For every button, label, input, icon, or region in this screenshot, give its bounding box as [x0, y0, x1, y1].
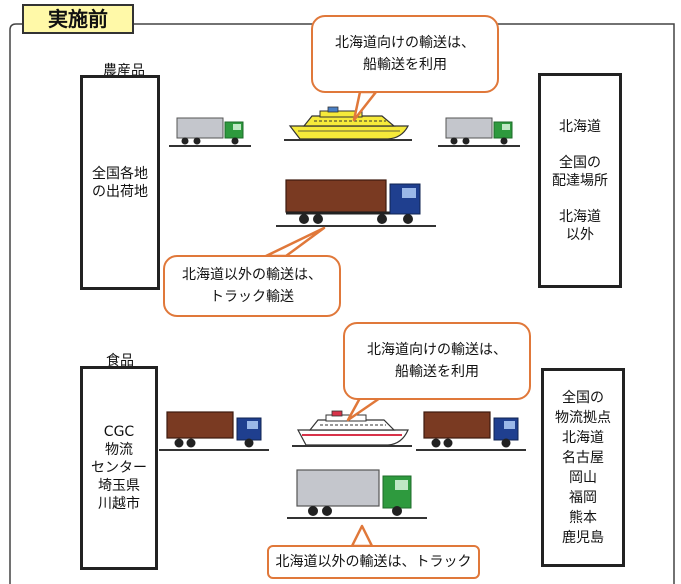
origin-box-food: CGC 物流 センター 埼玉県 川越市 — [80, 366, 158, 570]
origin-line: の出荷地 — [92, 183, 148, 200]
dest-line: 北海道 — [562, 429, 604, 446]
callout-line: トラック輸送 — [210, 289, 294, 305]
callout-truck-food: 北海道以外の輸送は、トラック — [267, 545, 480, 579]
callout-line: 北海道以外の輸送は、トラック — [275, 554, 472, 570]
origin-box-produce: 全国各地 の出荷地 — [80, 75, 160, 290]
dest-line: 福岡 — [569, 489, 597, 506]
callout-line: 船輸送を利用 — [363, 57, 447, 73]
dest-line: 鹿児島 — [562, 529, 604, 546]
ferry-yellow-icon — [284, 106, 412, 141]
category-label-food: 食品 — [106, 353, 134, 369]
truck-gray-small-icon — [438, 117, 520, 147]
origin-line: 物流 — [105, 442, 133, 458]
outer-frame — [9, 23, 675, 584]
origin-line: 川越市 — [98, 496, 140, 512]
callout-tail — [264, 226, 326, 258]
callout-ship-produce: 北海道向けの輸送は、 船輸送を利用 — [311, 15, 499, 93]
callout-line: 北海道以外の輸送は、 — [182, 267, 322, 283]
callout-line: 船輸送を利用 — [395, 364, 479, 380]
section-title: 実施前 — [22, 4, 134, 34]
callout-tail — [350, 524, 374, 548]
truck-brown-trailer-icon — [276, 179, 436, 227]
callout-truck-produce: 北海道以外の輸送は、 トラック輸送 — [163, 255, 341, 317]
dest-line: 全国の — [562, 389, 604, 406]
origin-line: 全国各地 — [92, 165, 148, 182]
dest-line: 北海道 — [559, 208, 601, 225]
dest-line: 物流拠点 — [555, 409, 611, 426]
origin-line: CGC — [103, 424, 135, 440]
dest-line: 岡山 — [569, 469, 597, 486]
truck-brown-icon — [159, 411, 269, 451]
dest-box-produce: 北海道 全国の 配達場所 北海道 以外 — [538, 73, 622, 288]
callout-line: 北海道向けの輸送は、 — [335, 35, 475, 51]
dest-line: 全国の — [559, 154, 601, 171]
truck-gray-large-icon — [287, 469, 427, 519]
truck-gray-small-icon — [169, 117, 251, 147]
dest-box-food: 全国の 物流拠点 北海道 名古屋 岡山 福岡 熊本 鹿児島 — [541, 368, 625, 567]
dest-line: 北海道 — [559, 118, 601, 135]
dest-line: 名古屋 — [562, 449, 604, 466]
dest-line: 配達場所 — [552, 172, 608, 189]
origin-line: 埼玉県 — [98, 478, 140, 494]
dest-line: 以外 — [566, 226, 594, 243]
dest-line: 熊本 — [569, 509, 597, 526]
origin-line: センター — [91, 460, 147, 476]
callout-ship-food: 北海道向けの輸送は、 船輸送を利用 — [343, 322, 531, 400]
ferry-white-icon — [292, 410, 412, 447]
truck-brown-icon — [416, 411, 526, 451]
callout-line: 北海道向けの輸送は、 — [367, 342, 507, 358]
